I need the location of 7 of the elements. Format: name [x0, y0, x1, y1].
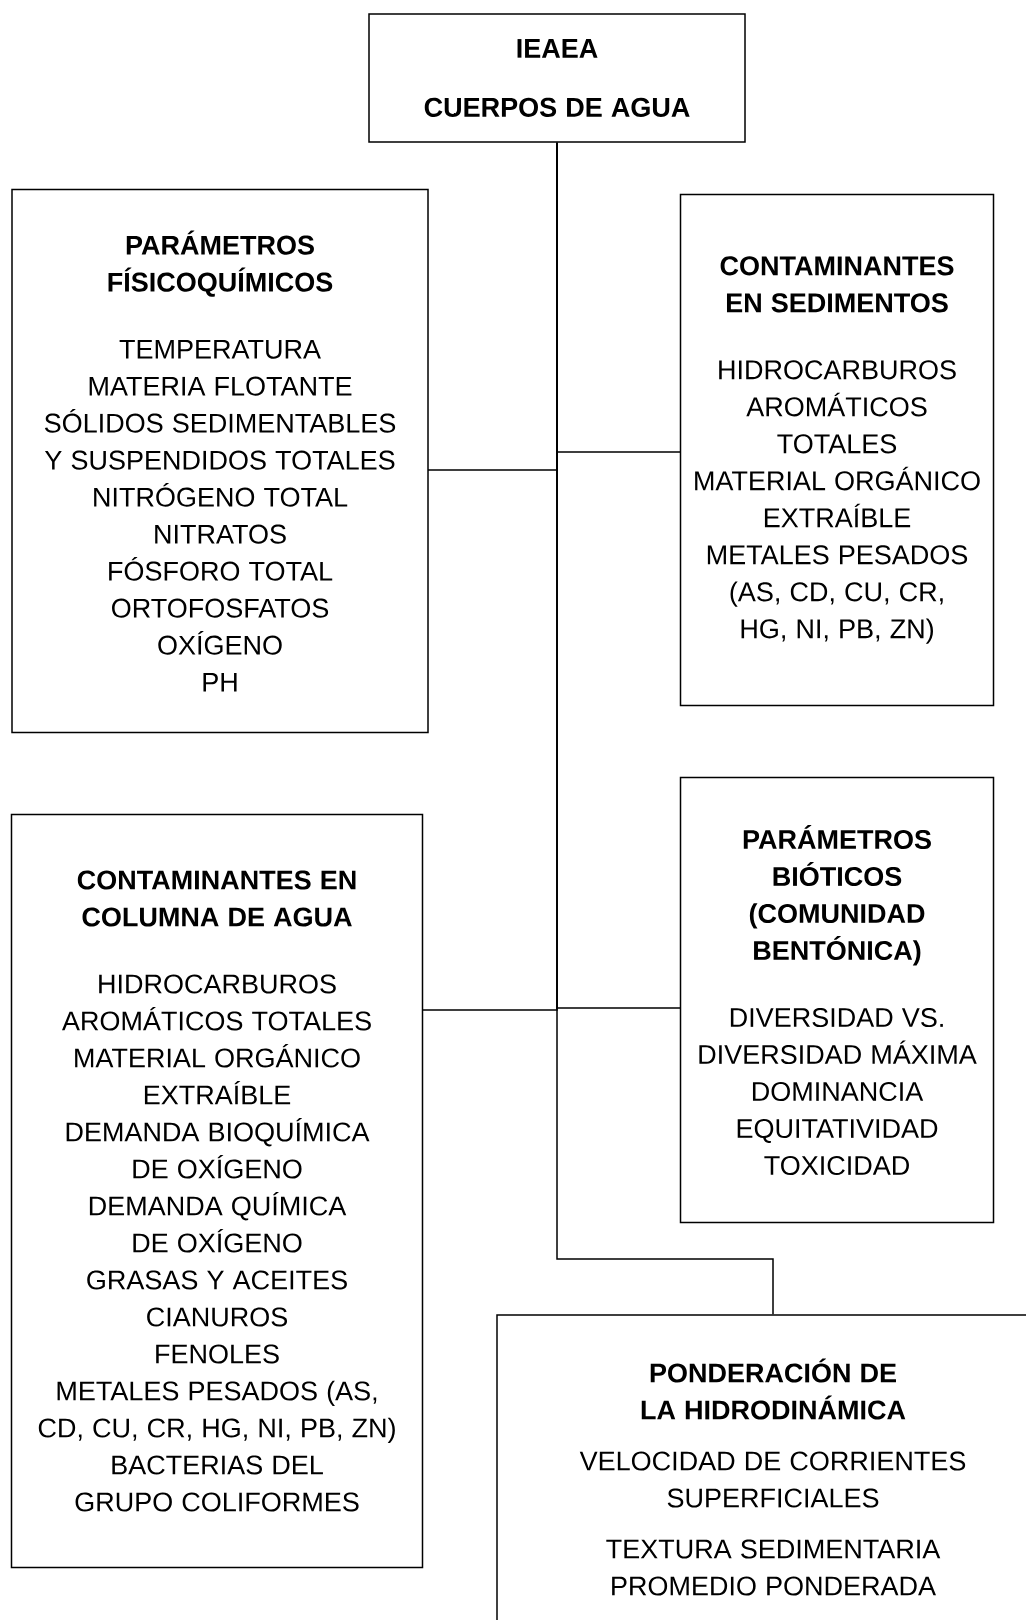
- text-box: CONTAMINANTES EN COLUMNA DE AGUA HIDROCARBUROS AROMÁTICOS TOTALES MATERIAL ORGÁNICO EXTRAÍBLE DEMANDA BIOQUÍMICA DE OXÍGENO DEMANDA QUÍMICA DE OXÍGENO GRASAS Y ACEITES CIANUROS FENOLES METALES PESADOS (AS, CD, CU, CR, HG, NI, PB, ZN) BACTERIAS DEL GRUPO COLIFORMES: [10, 813, 424, 1569]
- text-box: CONTAMINANTES EN SEDIMENTOS HIDROCARBUROS AROMÁTICOS TOTALES MATERIAL ORGÁNICO EXTRAÍBLE METALES PESADOS (AS, CD, CU, CR, HG, NI, PB, ZN): [679, 193, 995, 707]
- text-box: PONDERACIÓN DE LA HIDRODINÁMICA VELOCIDAD DE CORRIENTES SUPERFICIALES TEXTURA SEDIMENTARIA PROMEDIO PONDERADA: [496, 1314, 1026, 1620]
- connector-line: [556, 142, 774, 1315]
- text-box: PARÁMETROS FÍSICOQUÍMICOS TEMPERATURA MATERIA FLOTANTE SÓLIDOS SEDIMENTABLES Y SUSPENDIDOS TOTALES NITRÓGENO TOTAL NITRATOS FÓSFORO TOTAL ORTOFOSFATOS OXÍGENO PH: [11, 188, 429, 734]
- text-box: PARÁMETROS BIÓTICOS (COMUNIDAD BENTÓNICA) DIVERSIDAD VS. DIVERSIDAD MÁXIMA DOMINANCIA EQUITATIVIDAD TOXICIDAD: [679, 776, 995, 1224]
- text-box: IEAEA CUERPOS DE AGUA: [368, 13, 746, 143]
